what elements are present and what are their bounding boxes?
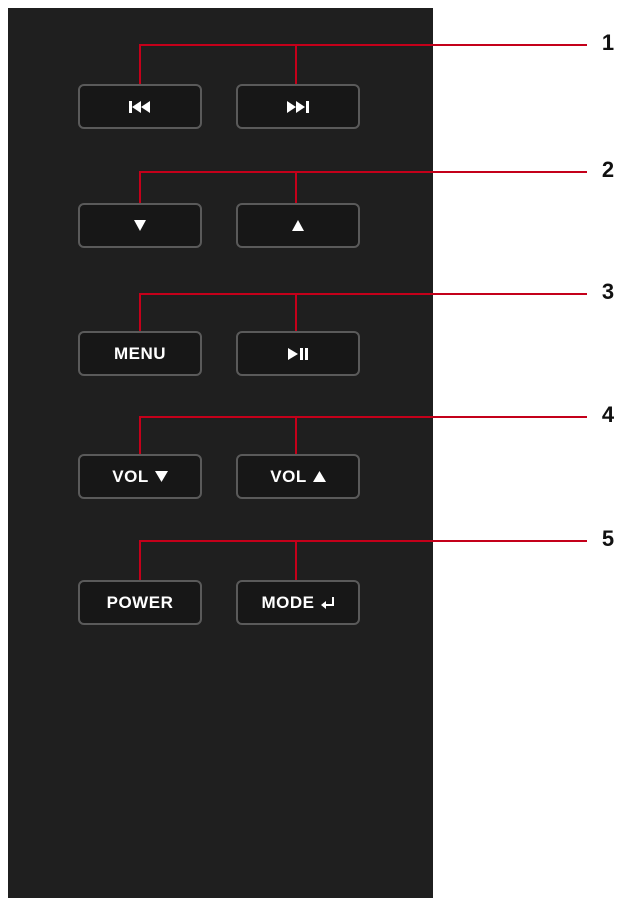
leader-drop-5a: [139, 540, 141, 580]
mode-button-label: MODE: [261, 592, 315, 612]
leader-line-4: [139, 416, 587, 418]
mode-button[interactable]: MODE: [236, 580, 360, 625]
remote-panel: [8, 8, 433, 898]
enter-arrow-icon: [320, 596, 335, 609]
up-button[interactable]: [236, 203, 360, 248]
leader-drop-1b: [295, 44, 297, 84]
play-pause-button[interactable]: [236, 331, 360, 376]
leader-line-5: [139, 540, 587, 542]
down-triangle-icon: [154, 471, 168, 482]
leader-drop-1a: [139, 44, 141, 84]
leader-line-2: [139, 171, 587, 173]
callout-number-5: 5: [601, 526, 615, 551]
next-track-icon: [287, 100, 309, 113]
leader-drop-3a: [139, 293, 141, 331]
up-arrow-icon: [292, 220, 304, 231]
leader-drop-4a: [139, 416, 141, 454]
volume-down-button[interactable]: VOL: [78, 454, 202, 499]
play-pause-icon: [288, 347, 308, 360]
leader-drop-2a: [139, 171, 141, 203]
next-track-button[interactable]: [236, 84, 360, 129]
callout-number-3: 3: [601, 279, 615, 304]
callout-number-1: 1: [601, 30, 615, 55]
down-button[interactable]: [78, 203, 202, 248]
menu-button[interactable]: MENU: [78, 331, 202, 376]
leader-drop-5b: [295, 540, 297, 580]
leader-drop-2b: [295, 171, 297, 203]
menu-button-label: MENU: [113, 343, 167, 363]
volume-down-label: VOL: [112, 466, 149, 486]
volume-up-label: VOL: [270, 466, 307, 486]
power-button-label: POWER: [106, 592, 174, 612]
leader-drop-3b: [295, 293, 297, 331]
leader-drop-4b: [295, 416, 297, 454]
previous-track-button[interactable]: [78, 84, 202, 129]
up-triangle-icon: [312, 471, 326, 482]
previous-track-icon: [129, 100, 151, 113]
leader-line-1: [139, 44, 587, 46]
down-arrow-icon: [134, 220, 146, 231]
volume-up-button[interactable]: VOL: [236, 454, 360, 499]
power-button[interactable]: POWER: [78, 580, 202, 625]
callout-number-2: 2: [601, 157, 615, 182]
callout-number-4: 4: [601, 402, 615, 427]
leader-line-3: [139, 293, 587, 295]
